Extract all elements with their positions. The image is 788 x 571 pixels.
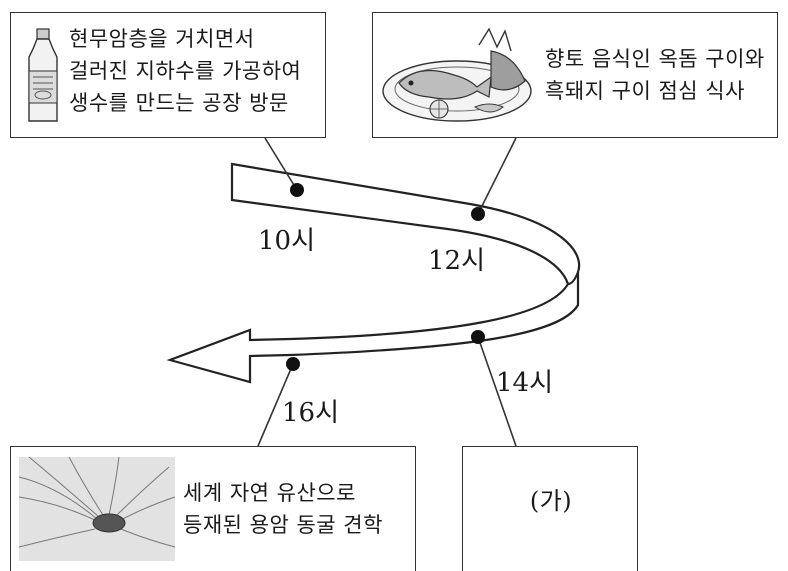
stop-noon-line-2: 흑돼지 구이 점심 식사 [545, 79, 745, 103]
stop-box-afternoon: (가) [462, 446, 638, 571]
stop-box-morning: 현무암층을 거치면서 걸러진 지하수를 가공하여 생수를 만드는 공장 방문 [10, 12, 326, 138]
lava-cave-icon [19, 457, 175, 561]
time-label-12: 12시 [428, 246, 486, 276]
time-label-16: 16시 [282, 398, 340, 428]
stop-dot-16 [286, 357, 300, 371]
time-label-14: 14시 [496, 368, 554, 398]
leader-line-10 [264, 137, 298, 191]
route-arrow [166, 162, 581, 384]
water-bottle-icon [28, 28, 58, 122]
time-label-10: 10시 [258, 226, 316, 256]
stop-dot-10 [290, 183, 304, 197]
stop-afternoon-label: (가) [529, 487, 573, 515]
stop-morning-line-2: 걸러진 지하수를 가공하여 [69, 59, 302, 83]
leader-line-14 [477, 336, 517, 447]
leader-line-16 [257, 363, 294, 447]
stop-late-line-2: 등재된 용암 동굴 견학 [183, 513, 383, 537]
stop-box-noon: 향토 음식인 옥돔 구이와 흑돼지 구이 점심 식사 [372, 12, 778, 138]
leader-line-12 [477, 137, 517, 215]
stop-morning-line-3: 생수를 만드는 공장 방문 [69, 91, 289, 115]
stop-morning-line-1: 현무암층을 거치면서 [69, 27, 255, 51]
stop-dot-14 [471, 330, 485, 344]
grilled-fish-plate-icon [382, 27, 532, 122]
stop-box-late: 세계 자연 유산으로 등재된 용암 동굴 견학 [10, 446, 416, 571]
stop-dot-12 [471, 207, 485, 221]
stop-late-line-1: 세계 자연 유산으로 [183, 481, 356, 505]
stop-noon-line-1: 향토 음식인 옥돔 구이와 [545, 47, 765, 71]
